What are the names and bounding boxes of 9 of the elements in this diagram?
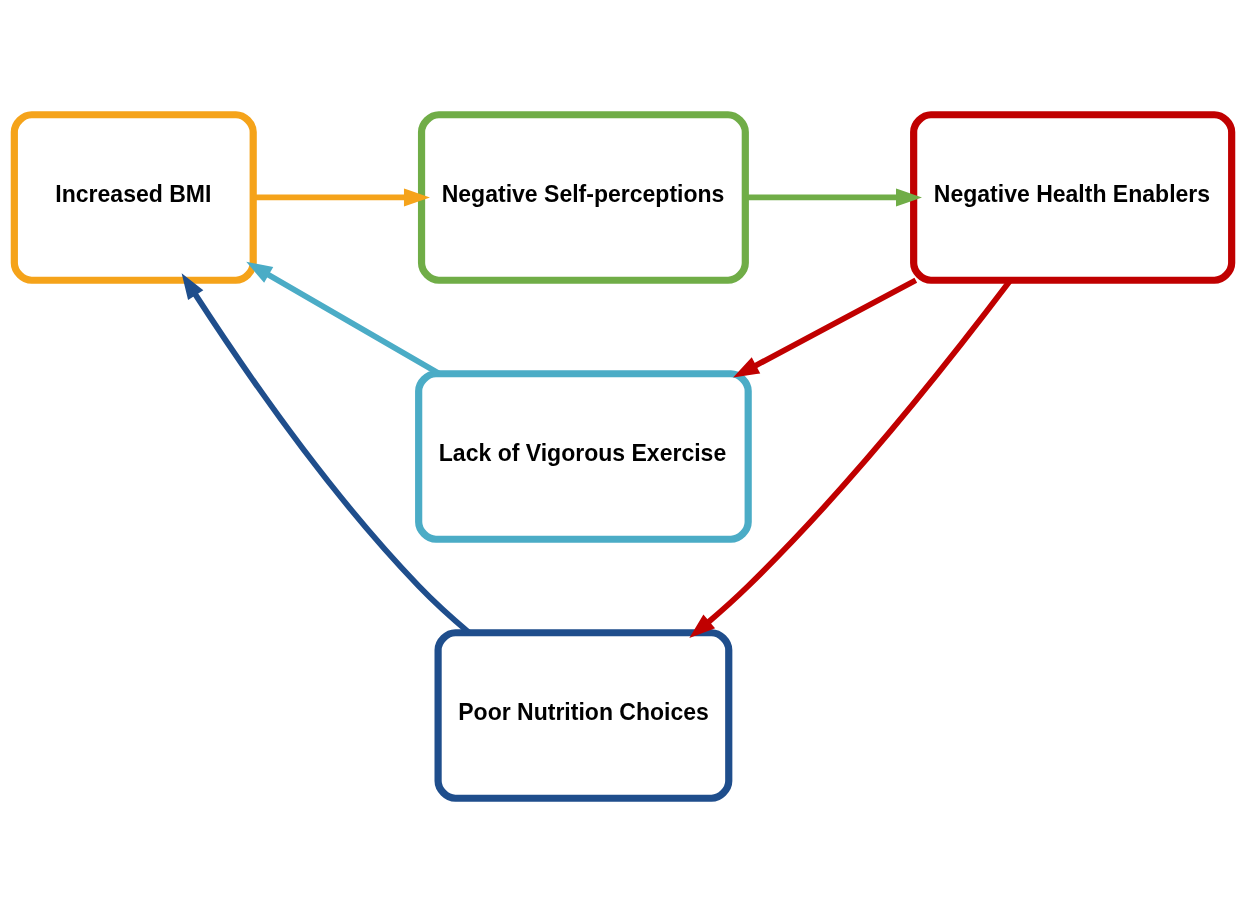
node-box: Negative Health Enablers [910, 111, 1236, 284]
node-box: Negative Self-perceptions [417, 111, 749, 284]
arrow [689, 278, 1013, 639]
arrow [733, 277, 918, 378]
arrow [253, 188, 430, 207]
node-box: Increased BMI [10, 111, 257, 284]
arrow [745, 188, 922, 207]
node-box: Lack of Vigorous Exercise [415, 370, 752, 543]
node-box: Poor Nutrition Choices [434, 629, 733, 802]
